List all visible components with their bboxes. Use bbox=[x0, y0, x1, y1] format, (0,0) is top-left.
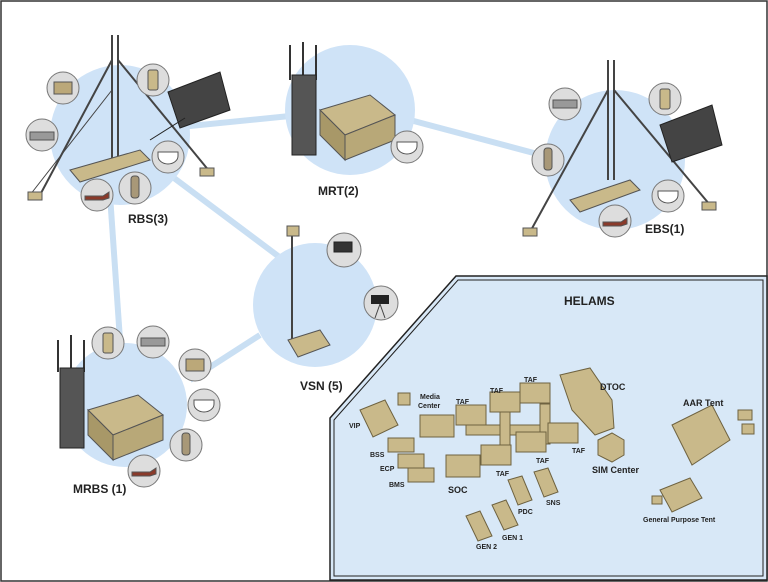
taf-label: TAF bbox=[572, 448, 586, 455]
rbs-label: RBS(3) bbox=[128, 212, 168, 226]
rbs-anchor bbox=[27, 191, 43, 201]
mrt-mast bbox=[291, 74, 317, 156]
taf-label: TAF bbox=[496, 471, 510, 478]
helams-panel: HELAMS VIP Media Center BSS ECP BMS bbox=[329, 275, 768, 581]
taf-label: TAF bbox=[490, 388, 504, 395]
aar-tent-unit bbox=[741, 423, 755, 435]
rbs-shelter bbox=[167, 71, 231, 129]
rbs-node: RBS(3) bbox=[25, 35, 231, 226]
ebs-label: EBS(1) bbox=[645, 222, 684, 236]
mrt-node: MRT(2) bbox=[289, 42, 424, 198]
rbs-tower bbox=[29, 35, 211, 196]
soc-label: SOC bbox=[448, 485, 468, 495]
aar-tent-label: AAR Tent bbox=[683, 398, 723, 408]
ecp-label: ECP bbox=[380, 466, 395, 473]
media-center-label-2: Center bbox=[418, 403, 440, 410]
vsn-node: VSN (5) bbox=[286, 225, 399, 393]
ebs-anchor bbox=[522, 227, 538, 237]
aar-tent bbox=[671, 404, 731, 466]
gen2-unit bbox=[465, 510, 493, 542]
helicopter-icon bbox=[598, 204, 632, 238]
ebs-tower bbox=[529, 60, 711, 233]
bms-shelter bbox=[407, 467, 435, 483]
media-center-label-1: Media bbox=[420, 394, 440, 401]
gen1-label: GEN 1 bbox=[502, 535, 523, 542]
taf-label: TAF bbox=[524, 377, 538, 384]
gen1-unit bbox=[491, 499, 519, 531]
pdc-unit bbox=[507, 475, 533, 506]
taf-complex bbox=[419, 367, 625, 478]
gp-tent-label: General Purpose Tent bbox=[643, 517, 716, 524]
bms-label: BMS bbox=[389, 482, 405, 489]
ebs-node: EBS(1) bbox=[522, 60, 723, 238]
mrbs-node: MRBS (1) bbox=[57, 325, 221, 496]
mrt-label: MRT(2) bbox=[318, 184, 359, 198]
ebs-anchor bbox=[701, 201, 717, 211]
taf-label: TAF bbox=[536, 458, 550, 465]
helams-title: HELAMS bbox=[564, 294, 615, 308]
general-purpose-tent bbox=[659, 477, 703, 513]
sns-unit bbox=[533, 467, 559, 498]
vip-tent bbox=[359, 399, 399, 438]
vsn-coverage bbox=[253, 243, 377, 367]
bss-shelter bbox=[387, 437, 415, 453]
sns-label: SNS bbox=[546, 500, 561, 507]
mrbs-label: MRBS (1) bbox=[73, 482, 126, 496]
gp-tent-unit bbox=[651, 495, 663, 505]
mrt-antennas bbox=[289, 42, 317, 80]
rbs-trailer bbox=[69, 149, 151, 183]
ecp-shelter bbox=[397, 453, 425, 469]
bss-label: BSS bbox=[370, 452, 385, 459]
helicopter-icon bbox=[127, 454, 161, 488]
pdc-label: PDC bbox=[518, 509, 533, 516]
mrbs-mast bbox=[59, 367, 85, 449]
ebs-shelter bbox=[659, 104, 723, 163]
gen2-label: GEN 2 bbox=[476, 544, 497, 551]
link-rbs-mrbs bbox=[107, 194, 123, 341]
vsn-trailer bbox=[287, 329, 331, 358]
rbs-anchor bbox=[199, 167, 215, 177]
sim-center-label: SIM Center bbox=[592, 465, 640, 475]
vip-label: VIP bbox=[349, 423, 361, 430]
media-center-unit bbox=[397, 392, 411, 406]
vsn-label: VSN (5) bbox=[300, 379, 343, 393]
aar-tent-unit bbox=[737, 409, 753, 421]
helicopter-icon bbox=[80, 178, 114, 212]
ebs-trailer bbox=[569, 179, 641, 213]
taf-label: TAF bbox=[456, 399, 470, 406]
mrbs-antennas bbox=[57, 335, 85, 372]
dtoc-label: DTOC bbox=[600, 382, 626, 392]
